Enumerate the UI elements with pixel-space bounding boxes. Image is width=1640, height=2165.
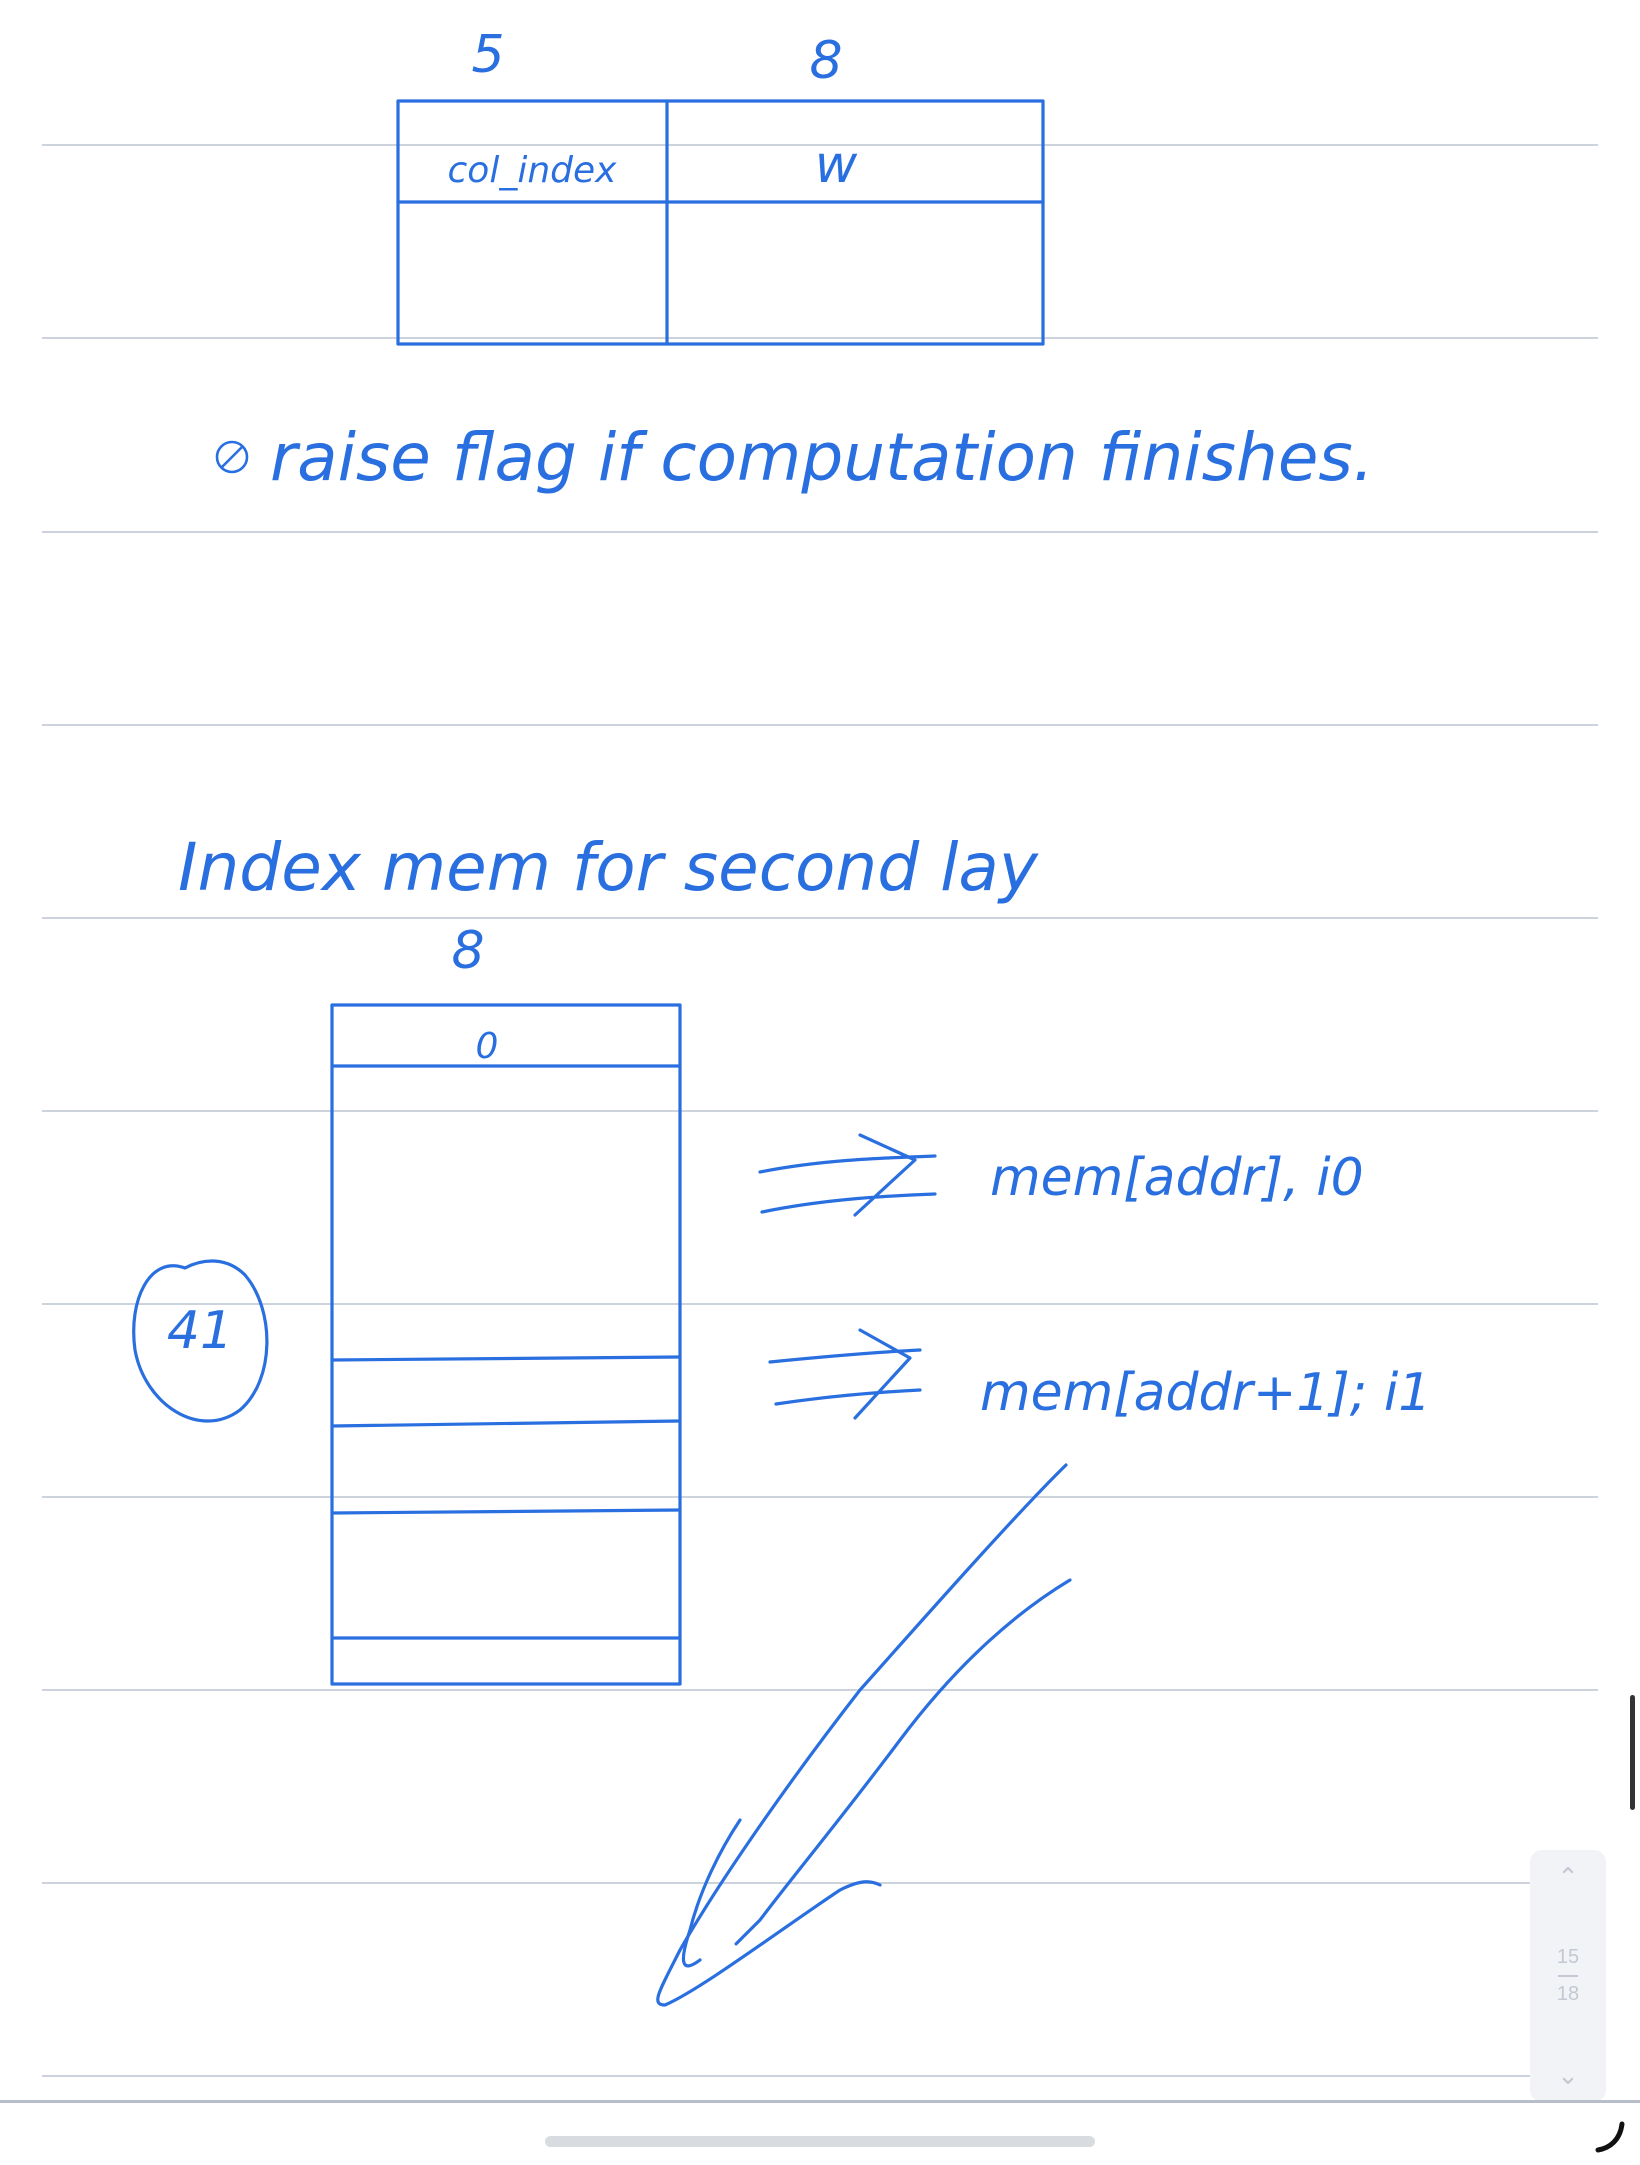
bullet-icon	[215, 440, 249, 474]
mem-note-0: mem[addr], i0	[990, 1148, 1364, 1208]
page-bottom-divider	[0, 2100, 1640, 2103]
table-cell-w: w	[815, 135, 858, 195]
index-mem-table: 8 0	[330, 921, 682, 1686]
mem-note-1: mem[addr+1]; i1	[980, 1363, 1431, 1423]
chevron-down-icon[interactable]: ⌄	[1557, 2060, 1579, 2090]
scribble-arrow	[734, 1578, 1072, 1946]
top-table: 5 8 col_index w	[396, 25, 1045, 346]
page-navigator: ⌃ 15 18 ⌄	[1530, 1850, 1606, 2102]
index-mem-first-cell: 0	[476, 1026, 499, 1067]
table-header-number: 8	[809, 31, 842, 91]
double-arrow-icon	[758, 1133, 937, 1217]
scribble-arrow	[656, 1463, 1068, 2007]
chevron-up-icon[interactable]: ⌃	[1557, 1862, 1579, 1892]
table-header-number: 5	[471, 25, 504, 85]
page-counter: 15 18	[1557, 1946, 1579, 2006]
flag-note: raise flag if computation finishes.	[215, 419, 1374, 496]
section-heading: Index mem for second lay	[178, 829, 1039, 906]
page-separator	[1558, 1975, 1578, 1977]
index-mem-width-label: 8	[451, 921, 484, 981]
flag-note-text: raise flag if computation finishes.	[270, 419, 1374, 496]
ruled-lines	[42, 144, 1598, 2077]
circled-number: 41	[132, 1259, 269, 1423]
circled-number-text: 41	[167, 1301, 233, 1361]
total-pages: 18	[1556, 1983, 1580, 2005]
double-arrow-icon	[768, 1328, 922, 1420]
scribble-arrow	[681, 1818, 742, 1968]
table-cell-col-index: col_index	[448, 150, 618, 191]
page-curl-icon[interactable]	[1592, 2118, 1628, 2154]
scrollbar[interactable]	[1630, 1695, 1635, 1810]
circle-mark	[132, 1259, 269, 1423]
home-indicator[interactable]	[545, 2136, 1095, 2147]
arrow-notes: mem[addr], i0 mem[addr+1]; i1	[758, 1133, 1431, 1423]
current-page: 15	[1556, 1946, 1580, 1968]
